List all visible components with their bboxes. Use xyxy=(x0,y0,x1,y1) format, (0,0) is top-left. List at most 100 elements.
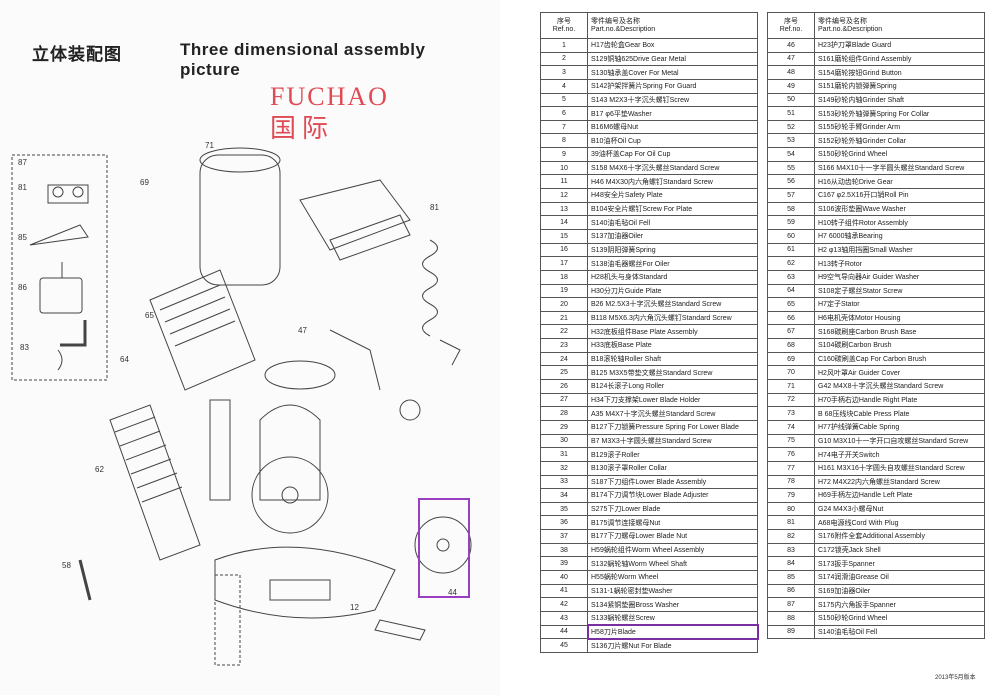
ref-number-cell: 73 xyxy=(767,406,815,421)
ref-number-cell: 47 xyxy=(767,51,815,67)
part-description-cell: S158 M4X6十字沉头螺丝Standard Screw xyxy=(587,160,758,176)
ref-number-cell: 80 xyxy=(767,501,815,517)
brand-name-cn: 国际 xyxy=(270,114,335,144)
motor-fins xyxy=(159,284,236,347)
callout-number: 86 xyxy=(18,283,27,292)
part-description-cell: H48安全片Safety Plate xyxy=(587,188,758,203)
part-description-cell: H2风叶罩Air Guider Cover xyxy=(814,365,985,381)
part-description-cell: B125 M3X5带垫文螺丝Standard Screw xyxy=(587,365,758,381)
accessory-box-outline xyxy=(11,154,108,381)
part-description-cell: S153砂轮外轴弹簧Spring For Collar xyxy=(814,106,985,121)
ref-number-cell: 19 xyxy=(540,283,588,299)
ref-number-cell: 57 xyxy=(767,188,815,203)
ref-number-cell: 58 xyxy=(767,201,815,217)
ref-number-cell: 85 xyxy=(767,569,815,585)
part-description-cell: B177下刀螺母Lower Blade Nut xyxy=(587,529,758,544)
part-description-cell: S152砂轮外轴Grinder Collar xyxy=(814,133,985,149)
base-plate-part xyxy=(214,546,396,619)
part-description-cell: H23护刀罩Blade Guard xyxy=(814,38,985,53)
grind-wheel-part xyxy=(57,349,63,371)
part-description-cell: B127下刀锁簧Pressure Spring For Lower Blade xyxy=(587,419,758,435)
base-dashed-guide xyxy=(214,574,241,666)
ref-number-cell: 79 xyxy=(767,488,815,503)
part-description-cell: H2 φ13轴用挡圈Small Washer xyxy=(814,242,985,258)
ref-number-cell: 59 xyxy=(767,215,815,230)
part-description-cell: B130滚子罩Roller Collar xyxy=(587,460,758,476)
ref-number-cell: 78 xyxy=(767,474,815,490)
ref-number-cell: 63 xyxy=(767,269,815,285)
part-description-cell: B16M6螺母Nut xyxy=(587,119,758,135)
part-description-cell: G10 M3X10十一字开口自攻螺丝Standard Screw xyxy=(814,433,985,449)
lower-blade-part xyxy=(209,399,231,501)
spanner-small-part xyxy=(374,619,426,641)
ref-number-cell: 23 xyxy=(540,338,588,353)
part-description-cell: B26 M2.5X3十字沉头螺丝Standard Screw xyxy=(587,297,758,312)
part-description-cell: S166 M4X10十一字半圆头螺丝Standard Screw xyxy=(814,160,985,176)
parts-table-right: 序号 Ref.no. 零件编号及名称 Part.no.&Description … xyxy=(767,12,985,640)
ref-number-cell: 5 xyxy=(540,92,588,108)
part-description-cell: S176附件全套Additional Assembly xyxy=(814,529,985,544)
ref-number-cell: 29 xyxy=(540,419,588,435)
part-description-cell: S132蜗轮轴Worm Wheel Shaft xyxy=(587,556,758,571)
part-description-cell: S106波形垫圈Wave Washer xyxy=(814,201,985,217)
ref-number-cell: 25 xyxy=(540,365,588,381)
spanner-part xyxy=(47,184,89,204)
ref-number-cell: 68 xyxy=(767,338,815,353)
gear-box-part xyxy=(199,154,281,286)
part-description-cell: S187下刀组件Lower Blade Assembly xyxy=(587,474,758,490)
ref-number-cell: 2 xyxy=(540,51,588,67)
ref-number-cell: 65 xyxy=(767,297,815,312)
drawing-title-bar: 立体装配图 Three dimensional assembly picture xyxy=(10,40,480,79)
ref-number-cell: 11 xyxy=(540,174,588,190)
ref-number-cell: 16 xyxy=(540,242,588,258)
ref-number-cell: 39 xyxy=(540,556,588,571)
ref-number-cell: 33 xyxy=(540,474,588,490)
ref-number-cell: 56 xyxy=(767,174,815,190)
ref-number-cell: 46 xyxy=(767,38,815,53)
part-description-cell: B174下刀调节块Lower Blade Adjuster xyxy=(587,488,758,503)
part-description-cell: H28机头与身体Standard xyxy=(587,269,758,285)
brand-name-en: FUCHAO xyxy=(270,82,389,111)
ref-number-cell: 81 xyxy=(767,515,815,531)
part-description-cell: S150砂轮Grind Wheel xyxy=(814,610,985,626)
ref-number-cell: 20 xyxy=(540,297,588,312)
part-description-cell: S143 M2X3十字沉头螺钉Screw xyxy=(587,92,758,108)
part-description-cell: H69手柄左边Handle Left Plate xyxy=(814,488,985,503)
ref-number-cell: 6 xyxy=(540,106,588,121)
assembly-drawing-page: 立体装配图 Three dimensional assembly picture… xyxy=(10,40,480,666)
part-description-cell: H9空气导向器Air Guider Washer xyxy=(814,269,985,285)
ref-number-cell: 86 xyxy=(767,583,815,599)
ref-number-cell: 83 xyxy=(767,542,815,558)
part-description-cell: S161磨轮组件Grind Assembly xyxy=(814,51,985,67)
part-description-cell: G24 M4X3小螺母Nut xyxy=(814,501,985,517)
part-description-cell: S140油毛毡Oil Fell xyxy=(814,624,985,640)
part-description-cell: H10转子组件Rotor Assembly xyxy=(814,215,985,230)
